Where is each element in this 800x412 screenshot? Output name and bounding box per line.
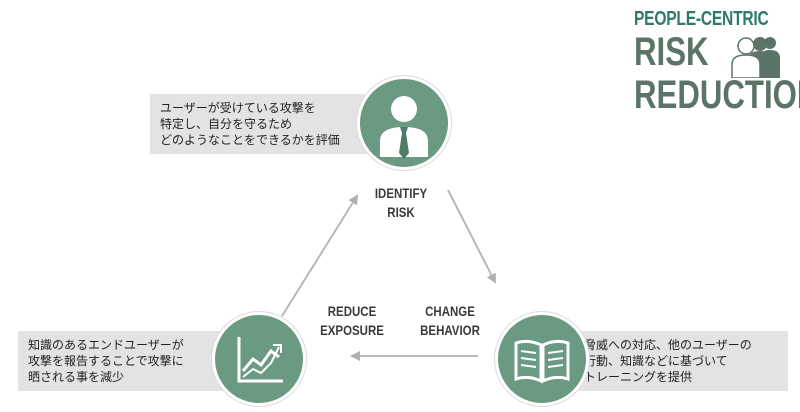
change-behavior-description: 脅威への対応、他のユーザーの 行動、知識などに基づいて トレーニングを提供 [560,331,788,391]
logo-line-3: REDUCTION [634,73,800,117]
trend-chart-icon [237,337,283,383]
logo-line-1: PEOPLE-CENTRIC [634,8,769,30]
change-label-line-2: BEHAVIOR [420,322,480,338]
identify-desc-line-3: どのようなことをできるかを評価 [160,133,340,147]
arrow-reduce-to-identify [281,194,359,317]
person-with-tie-icon [380,96,428,159]
identify-label-line-1: IDENTIFY [374,185,428,201]
change-desc-line-3: トレーニングを提供 [584,370,693,384]
change-behavior-node [495,312,589,406]
reduce-exposure-node [212,312,306,406]
change-desc-line-2: 行動、知識などに基づいて [584,354,728,368]
change-behavior-label: CHANGE BEHAVIOR [409,302,491,340]
logo-line-2: RISK [634,30,709,74]
people-centric-risk-reduction-logo: PEOPLE-CENTRIC RISK REDUCTION [634,8,800,120]
change-desc-line-1: 脅威への対応、他のユーザーの [584,338,752,352]
identify-label-line-2: RISK [387,204,415,220]
identify-desc-line-1: ユーザーが受けている攻撃を [160,101,316,115]
arrow-identify-to-change [447,189,496,284]
reduce-exposure-label: REDUCE EXPOSURE [314,302,389,340]
people-group-icon [731,37,780,78]
reduce-label-line-1: REDUCE [327,303,377,319]
reduce-label-line-2: EXPOSURE [320,322,384,338]
reduce-desc-line-2: 攻撃を報告することで攻撃に [28,354,184,368]
open-book-icon [514,339,570,384]
reduce-desc-line-1: 知識のあるエンドユーザーが [28,338,184,352]
change-label-line-1: CHANGE [425,303,475,319]
identify-risk-description: ユーザーが受けている攻撃を 特定し、自分を守るため どのようなことをできるかを評… [150,94,372,154]
identify-risk-label: IDENTIFY RISK [367,184,434,222]
reduce-desc-line-3: 晒される事を減少 [28,370,125,384]
reduce-exposure-description: 知識のあるエンドユーザーが 攻撃を報告することで攻撃に 晒される事を減少 [18,331,240,391]
identify-risk-node [357,76,451,170]
identify-desc-line-2: 特定し、自分を守るため [160,117,293,131]
